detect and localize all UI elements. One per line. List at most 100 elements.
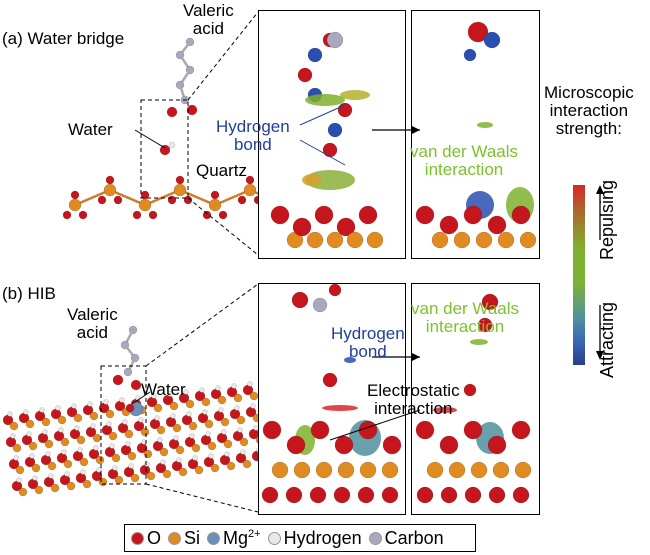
zoom-region-a <box>140 99 189 199</box>
atom <box>292 217 312 237</box>
atom <box>201 397 211 407</box>
atom <box>223 439 233 449</box>
zoom-line <box>187 197 259 256</box>
atom <box>154 415 160 421</box>
atom <box>9 421 19 431</box>
leader-line <box>329 409 421 441</box>
atom <box>312 297 328 313</box>
atom <box>215 385 221 391</box>
atom <box>55 405 61 411</box>
atom <box>168 141 176 149</box>
atom <box>26 431 32 437</box>
legend-label: Si <box>184 527 201 548</box>
atom <box>186 411 192 417</box>
leader-line <box>299 104 346 126</box>
legend-swatch <box>368 532 382 546</box>
atom <box>160 459 166 465</box>
atom <box>220 417 230 427</box>
atom <box>13 455 19 461</box>
atom <box>130 473 140 483</box>
atom <box>25 419 35 429</box>
atom <box>202 409 208 415</box>
atom <box>262 420 282 440</box>
atom <box>326 231 344 249</box>
atom <box>15 465 25 475</box>
arrowhead-icon <box>412 353 420 361</box>
atom <box>207 441 217 451</box>
atom <box>157 437 163 443</box>
atom <box>48 473 54 479</box>
atom <box>138 417 144 423</box>
legend-label: O <box>147 527 162 548</box>
atom <box>18 487 28 497</box>
atom <box>359 461 377 479</box>
atom <box>79 457 89 467</box>
atom <box>481 293 499 311</box>
water-label-b: Water <box>141 380 186 399</box>
atom <box>204 419 214 429</box>
atom <box>511 420 531 440</box>
atom <box>202 210 212 220</box>
atom <box>127 451 137 461</box>
atom <box>123 367 133 377</box>
atom <box>183 389 189 395</box>
valeric-acid-label-b: Valeric acid <box>67 305 118 342</box>
atom <box>306 231 324 249</box>
atom <box>78 210 88 220</box>
atom <box>95 455 105 465</box>
atom <box>426 461 444 479</box>
atom <box>333 486 351 504</box>
atom <box>66 481 76 491</box>
atom <box>70 190 80 200</box>
atom <box>63 459 73 469</box>
atom <box>210 190 220 200</box>
atom <box>7 411 13 417</box>
atom <box>106 421 112 427</box>
repulsing-label: Repulsing <box>597 179 617 260</box>
atom <box>511 205 531 225</box>
atom <box>231 383 237 389</box>
atom <box>186 104 198 116</box>
atom <box>261 486 279 504</box>
atom <box>512 486 530 504</box>
legend-item: Carbon <box>368 528 444 549</box>
atom <box>236 415 246 425</box>
atom <box>205 431 211 437</box>
atom <box>41 417 51 427</box>
atom <box>326 31 344 49</box>
zoom-line <box>145 483 259 513</box>
atom <box>382 435 402 455</box>
atom <box>45 451 51 457</box>
atom <box>61 449 67 455</box>
atom <box>76 435 86 445</box>
atom <box>73 413 83 423</box>
atom <box>103 399 109 405</box>
atom <box>519 231 537 249</box>
atom <box>237 427 243 433</box>
atom <box>233 393 243 403</box>
atom <box>169 401 179 411</box>
atom <box>310 420 330 440</box>
atom <box>125 441 131 447</box>
atom <box>90 423 96 429</box>
atom <box>173 435 179 441</box>
colorbar-title: Microscopic interaction strength: <box>544 83 634 138</box>
atom <box>105 175 115 185</box>
atom <box>146 471 156 481</box>
atom <box>189 433 195 439</box>
atom <box>322 372 338 388</box>
atom <box>415 420 435 440</box>
atom <box>167 391 173 397</box>
atom <box>358 420 378 440</box>
atom <box>234 405 240 411</box>
atom <box>42 429 48 435</box>
atom <box>140 190 150 200</box>
leader-line <box>131 391 151 405</box>
atom <box>322 142 338 158</box>
atom <box>191 443 201 453</box>
atom <box>464 486 482 504</box>
atom <box>247 381 253 387</box>
legend-swatch <box>168 532 182 546</box>
atom <box>153 403 163 413</box>
